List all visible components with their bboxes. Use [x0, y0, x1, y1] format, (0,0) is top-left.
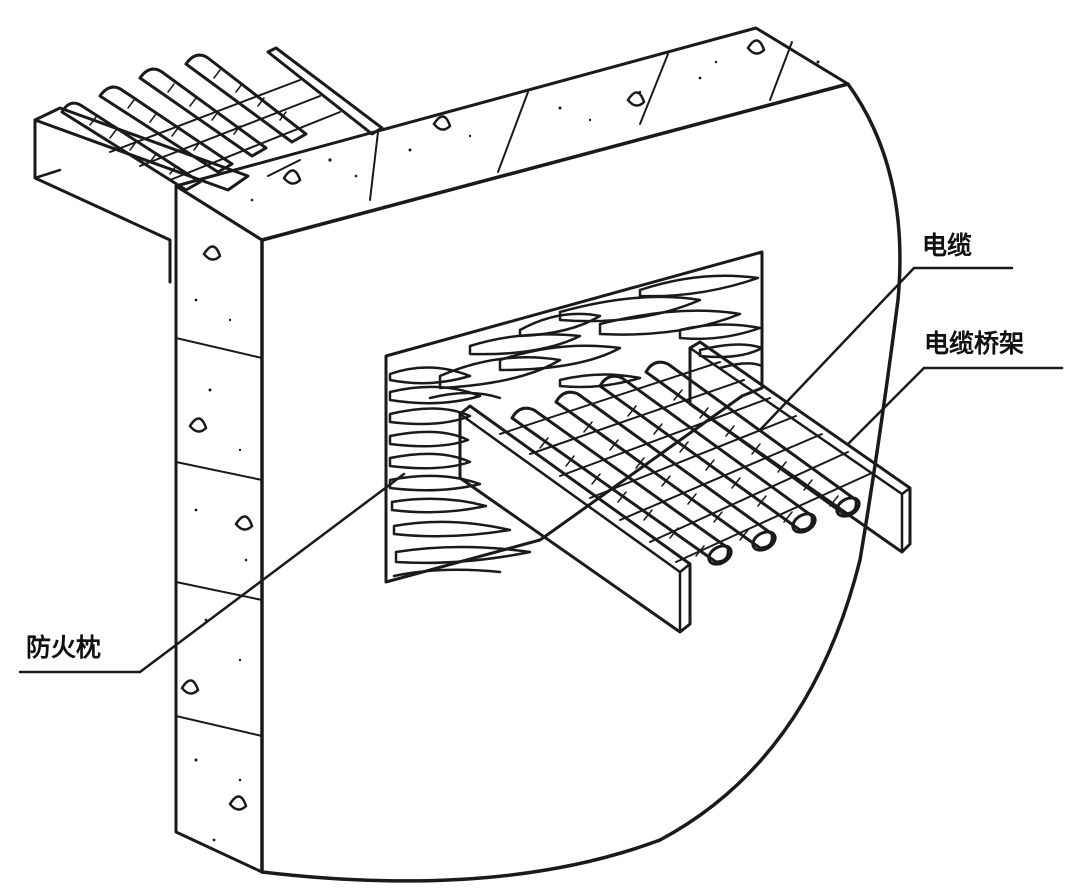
front-cables	[510, 360, 861, 566]
wall-front-face	[260, 82, 902, 883]
callout-cable: 电缆	[758, 231, 1014, 432]
fire-pillows	[388, 274, 764, 578]
wall-opening	[384, 250, 764, 584]
leader-line-cable	[758, 266, 916, 432]
label-cable: 电缆	[922, 231, 972, 260]
front-cable-tray	[458, 340, 912, 634]
wall-anchor-marks	[180, 39, 766, 811]
label-fire-pillow: 防火枕	[26, 633, 101, 662]
rear-cable-tray	[33, 46, 384, 284]
tray-rungs	[499, 361, 875, 563]
leader-line-fire-pillow	[138, 472, 406, 674]
rear-cables	[60, 53, 308, 192]
callout-fire-pillow: 防火枕	[18, 472, 406, 674]
callout-cable-tray: 电缆桥架	[846, 329, 1064, 446]
wall	[174, 26, 902, 883]
tray-near-rail	[458, 404, 692, 634]
cable-ties	[539, 389, 839, 557]
leader-line-cable-tray	[846, 366, 926, 446]
rear-tray-rungs	[109, 79, 341, 181]
concrete-texture	[194, 60, 820, 842]
label-cable-tray: 电缆桥架	[924, 329, 1024, 358]
